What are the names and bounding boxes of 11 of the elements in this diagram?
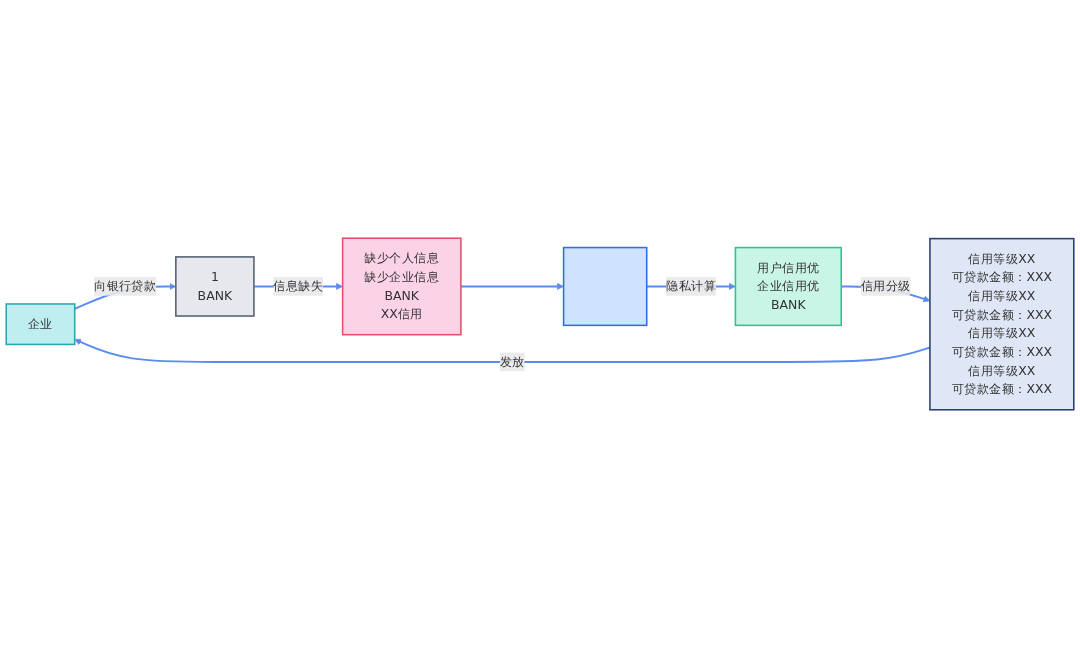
node-box: 缺少个人信息 缺少企业信息 BANK XX信用 <box>341 237 462 336</box>
edge-label: 信用分级 <box>860 278 911 294</box>
node-box: 企业 <box>5 303 76 346</box>
node-box: 1 BANK <box>175 256 255 317</box>
edge-label: 向银行贷款 <box>94 278 157 294</box>
node-box: 用户信用优 企业信用优 BANK <box>734 246 842 327</box>
node-box <box>562 246 648 327</box>
edge-label: 隐私计算 <box>666 278 716 294</box>
edge-label: 发放 <box>499 354 525 369</box>
node-box: 信用等级XX 可贷款金额：XXX 信用等级XX 可贷款金额：XXX 信用等级XX 可贷款金额：XXX 信用等级XX 可贷款金额：XXX <box>929 237 1075 411</box>
edge-label: 信息缺失 <box>273 278 324 294</box>
